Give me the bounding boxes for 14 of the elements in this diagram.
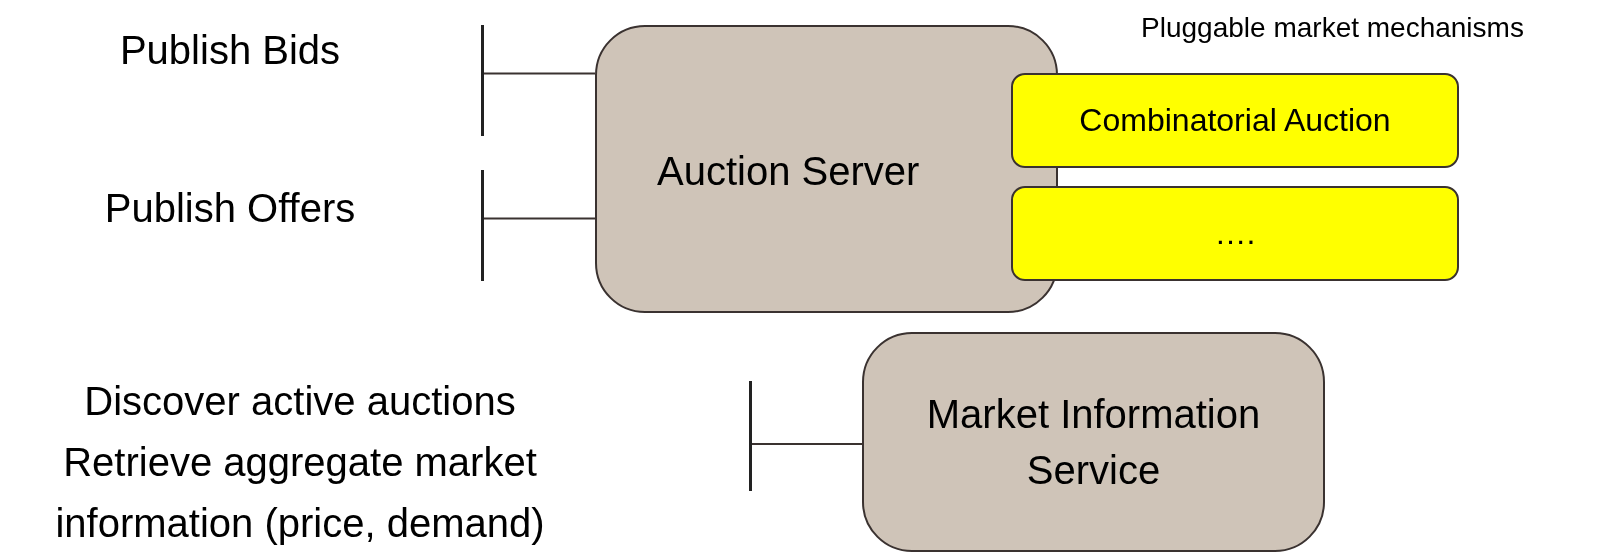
interface-bar xyxy=(749,381,752,491)
interface-label: Discover active auctions Retrieve aggregate market information (price, demand) xyxy=(54,378,546,547)
interface-bar xyxy=(481,170,484,281)
group-label: Pluggable market mechanisms xyxy=(1140,11,1525,45)
process-box: Market Information Service xyxy=(862,332,1325,552)
connector-line xyxy=(483,217,596,220)
connector-line xyxy=(751,443,863,445)
interface-label: Publish Bids xyxy=(118,27,342,74)
process-box: Auction Server xyxy=(595,25,1058,313)
interface-label: Publish Offers xyxy=(103,185,357,232)
mechanism-box: …. xyxy=(1011,186,1459,281)
connector-line xyxy=(483,72,596,75)
mechanism-box: Combinatorial Auction xyxy=(1011,73,1459,168)
interface-bar xyxy=(481,25,484,136)
